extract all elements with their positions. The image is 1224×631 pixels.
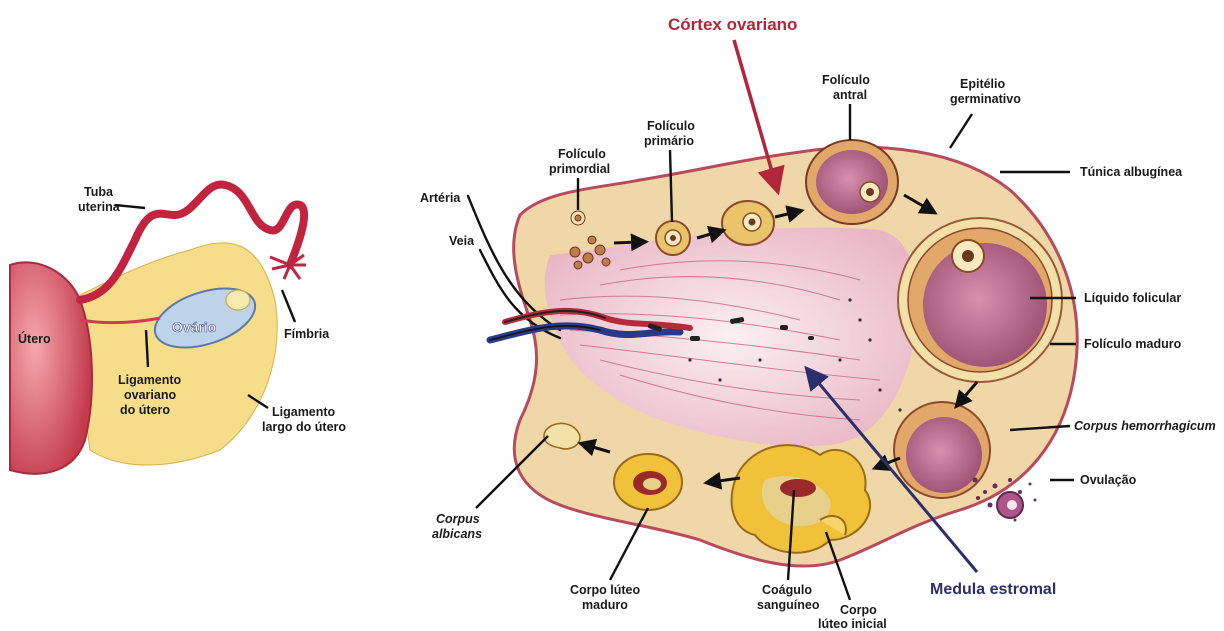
blood-clot	[780, 479, 816, 497]
label-epitelio-line2: germinativo	[950, 92, 1021, 106]
label-albicans-line1: Corpus	[436, 512, 480, 526]
label-cli-line1: Corpo	[840, 603, 877, 617]
label-lig-largo-line2: largo do útero	[262, 420, 346, 434]
label-fantral-line1: Folículo	[822, 73, 870, 87]
corpus-luteum-mature	[614, 454, 682, 510]
label-tuba-line1: Tuba	[84, 185, 114, 199]
label-corpus-hemorrhagicum: Corpus hemorrhagicum	[1074, 419, 1216, 433]
label-cortex: Córtex ovariano	[668, 15, 797, 34]
label-epitelio-line1: Epitélio	[960, 77, 1006, 91]
label-tuba-line2: uterina	[78, 200, 121, 214]
label-foliculo-maduro: Folículo maduro	[1084, 337, 1182, 351]
fimbria-small	[270, 255, 306, 279]
ovary-section	[468, 140, 1077, 566]
label-liquido-folicular: Líquido folicular	[1084, 291, 1181, 305]
label-clm-line1: Corpo lúteo	[570, 583, 640, 597]
label-lig-largo-line1: Ligamento	[272, 405, 336, 419]
broad-ligament	[70, 243, 277, 465]
label-medula: Medula estromal	[930, 581, 1056, 598]
label-coagulo-line1: Coágulo	[762, 583, 812, 597]
label-veia: Veia	[449, 234, 475, 248]
label-cli-line2: lúteo inicial	[818, 617, 887, 631]
label-fprimario-line2: primário	[644, 134, 694, 148]
label-coagulo-line2: sanguíneo	[757, 598, 820, 612]
antral-follicle	[806, 140, 898, 224]
label-fprim-line1: Folículo	[558, 147, 606, 161]
label-utero: Útero	[18, 331, 51, 346]
label-fimbria: Fímbria	[284, 327, 330, 341]
label-clm-line2: maduro	[582, 598, 628, 612]
label-ovulacao: Ovulação	[1080, 473, 1137, 487]
label-lig-ov-line2: ovariano	[124, 388, 176, 402]
label-tunica: Túnica albugínea	[1080, 165, 1183, 179]
label-fprim-line2: primordial	[549, 162, 610, 176]
label-arteria: Artéria	[420, 191, 461, 205]
mature-follicle	[898, 218, 1062, 382]
secondary-follicle	[722, 201, 774, 245]
label-albicans-line2: albicans	[432, 527, 482, 541]
primary-follicle	[656, 221, 690, 255]
label-lig-ov-line1: Ligamento	[118, 373, 182, 387]
corpus-albicans	[544, 423, 580, 448]
uterus	[10, 262, 92, 473]
label-lig-ov-line3: do útero	[120, 403, 170, 417]
label-fprimario-line1: Folículo	[647, 119, 695, 133]
label-fantral-line2: antral	[833, 88, 867, 102]
ovulated-oocyte	[997, 492, 1023, 518]
label-ovario: Ovário	[172, 319, 216, 335]
